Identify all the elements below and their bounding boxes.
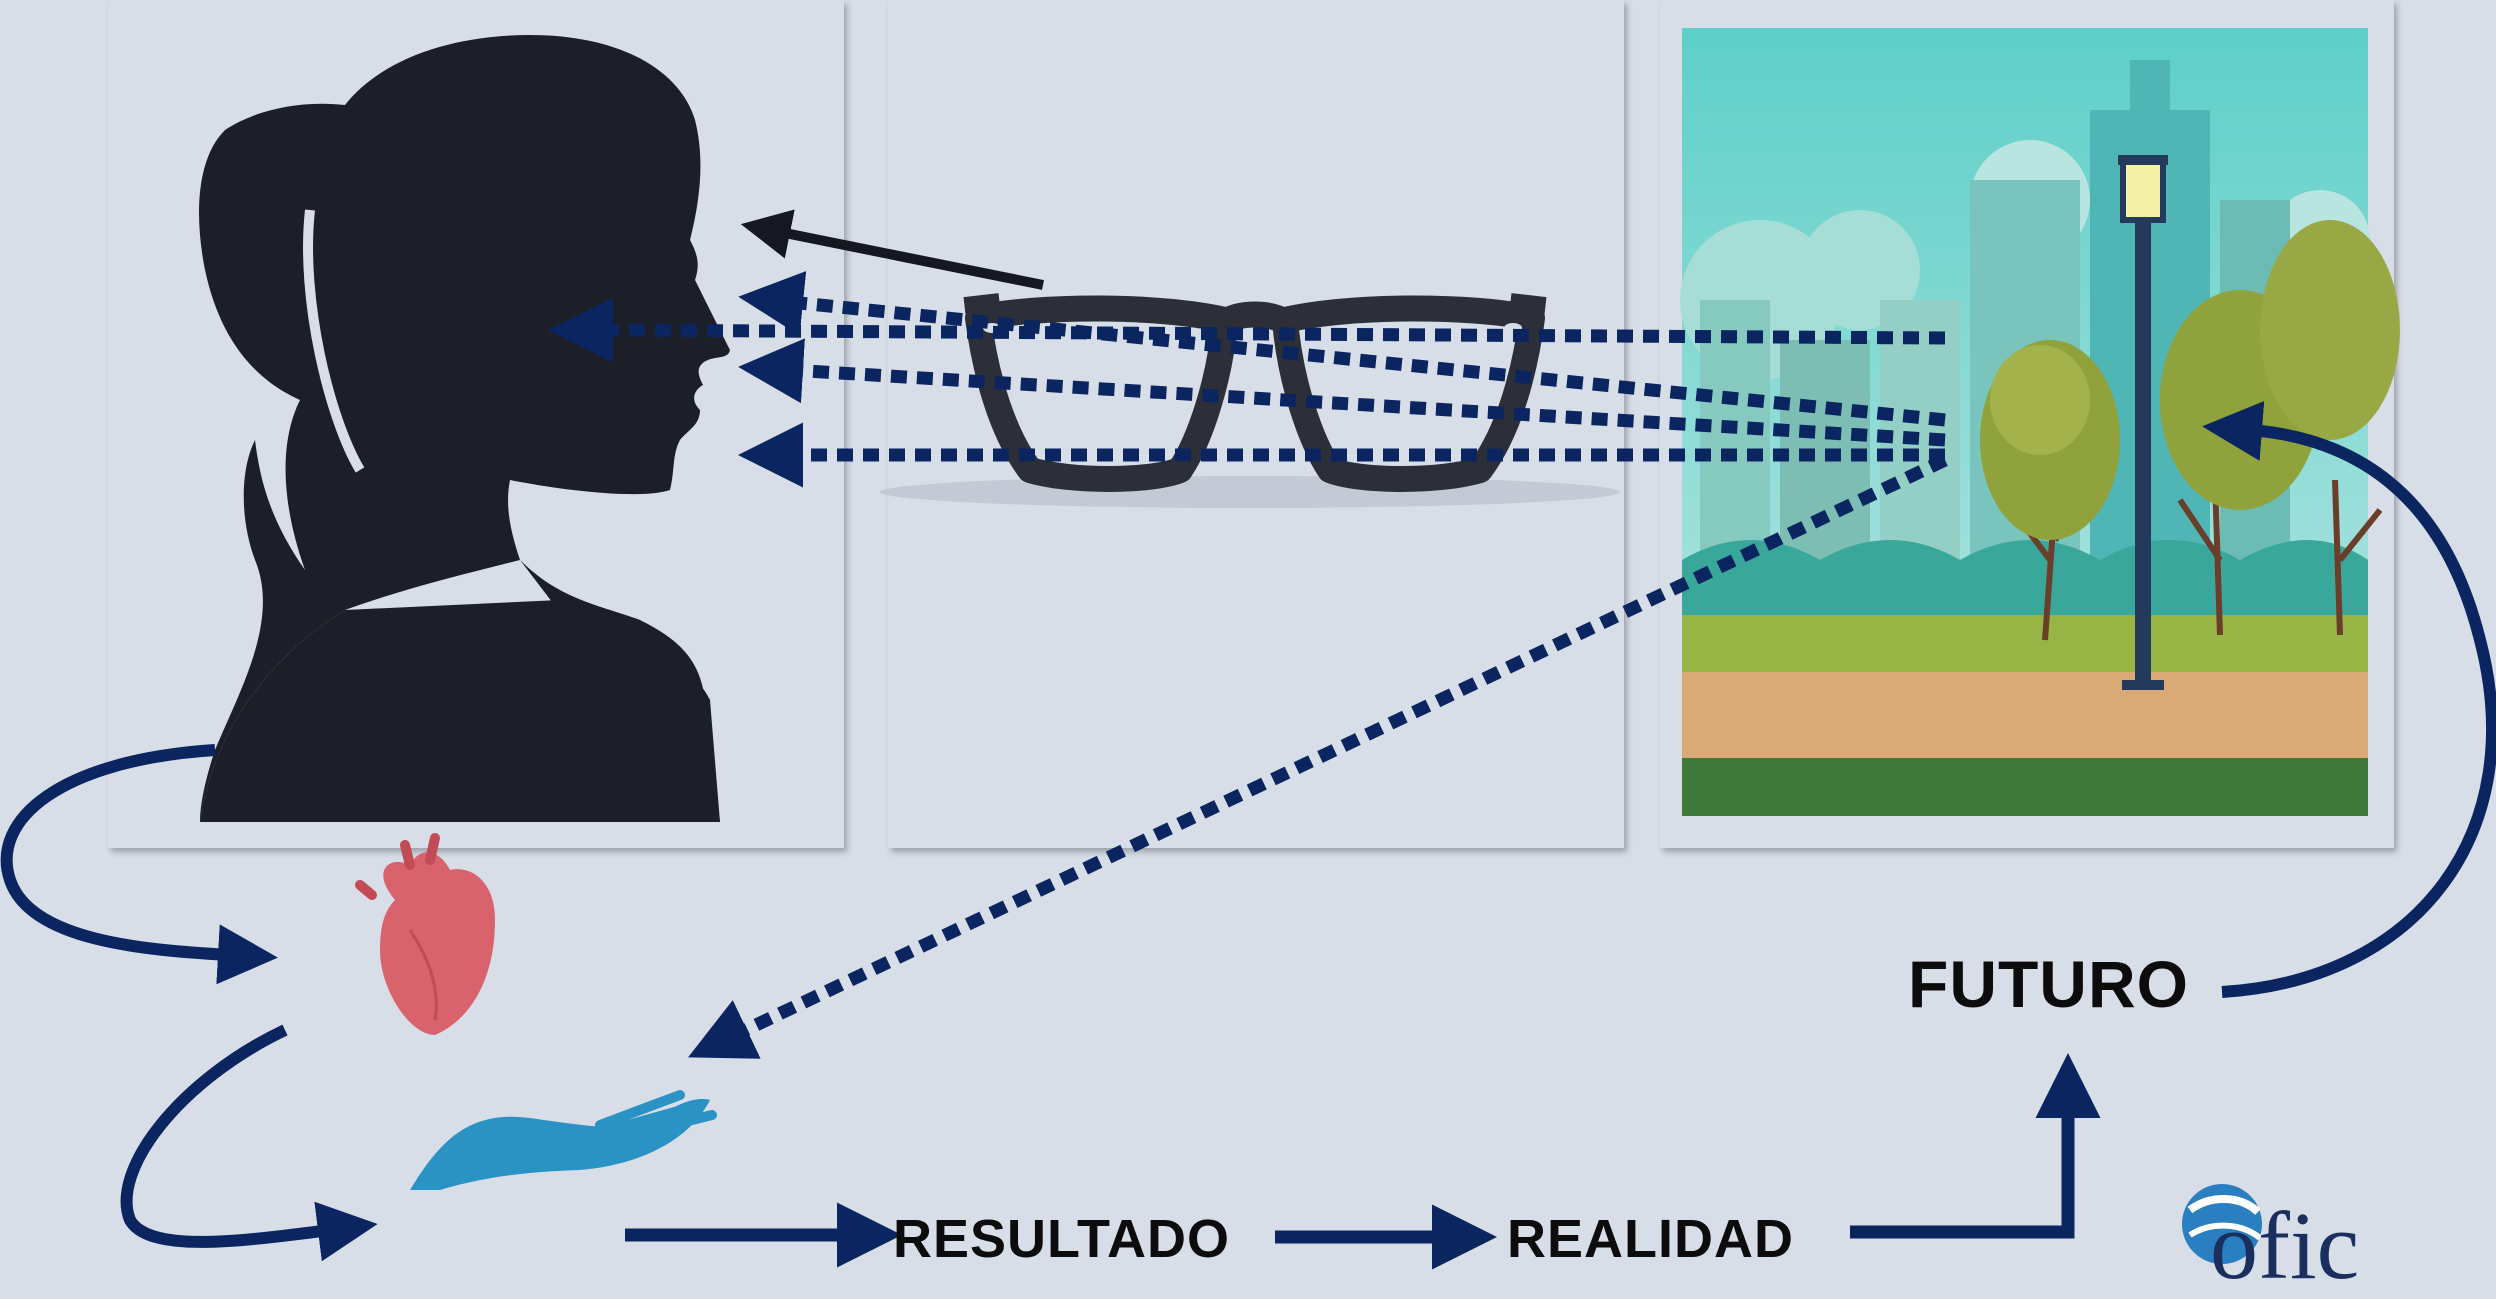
woman-silhouette-icon [199,35,731,822]
anatomical-heart-icon [355,833,495,1035]
vision-arrows [548,270,1948,1059]
dotted-arrow-middle [738,338,1946,447]
curve-arrow-heart-to-hand [120,1024,378,1262]
solid-arrow-glasses-to-eye [740,209,1044,290]
label-futuro: FUTURO [1908,947,2189,1021]
dotted-arrow-eye [548,297,1946,363]
label-resultado: RESULTADO [893,1209,1230,1269]
label-realidad: REALIDAD [1507,1209,1794,1269]
curve-arrow-head-to-heart [0,744,278,985]
dotted-arrow-upper [738,270,1946,427]
arrow-futuro-to-scene [2202,401,2496,998]
arrow-to-futuro [1850,1053,2101,1239]
dotted-arrow-to-hand [688,454,1948,1059]
eyeglasses-icon [963,293,1547,492]
logo-wordmark: ofic [2210,1192,2360,1299]
logo-globe-icon [2182,1184,2262,1264]
open-hand-icon [410,1090,717,1190]
glasses-shadow [880,476,1620,508]
city-park-illustration [1680,28,2400,816]
